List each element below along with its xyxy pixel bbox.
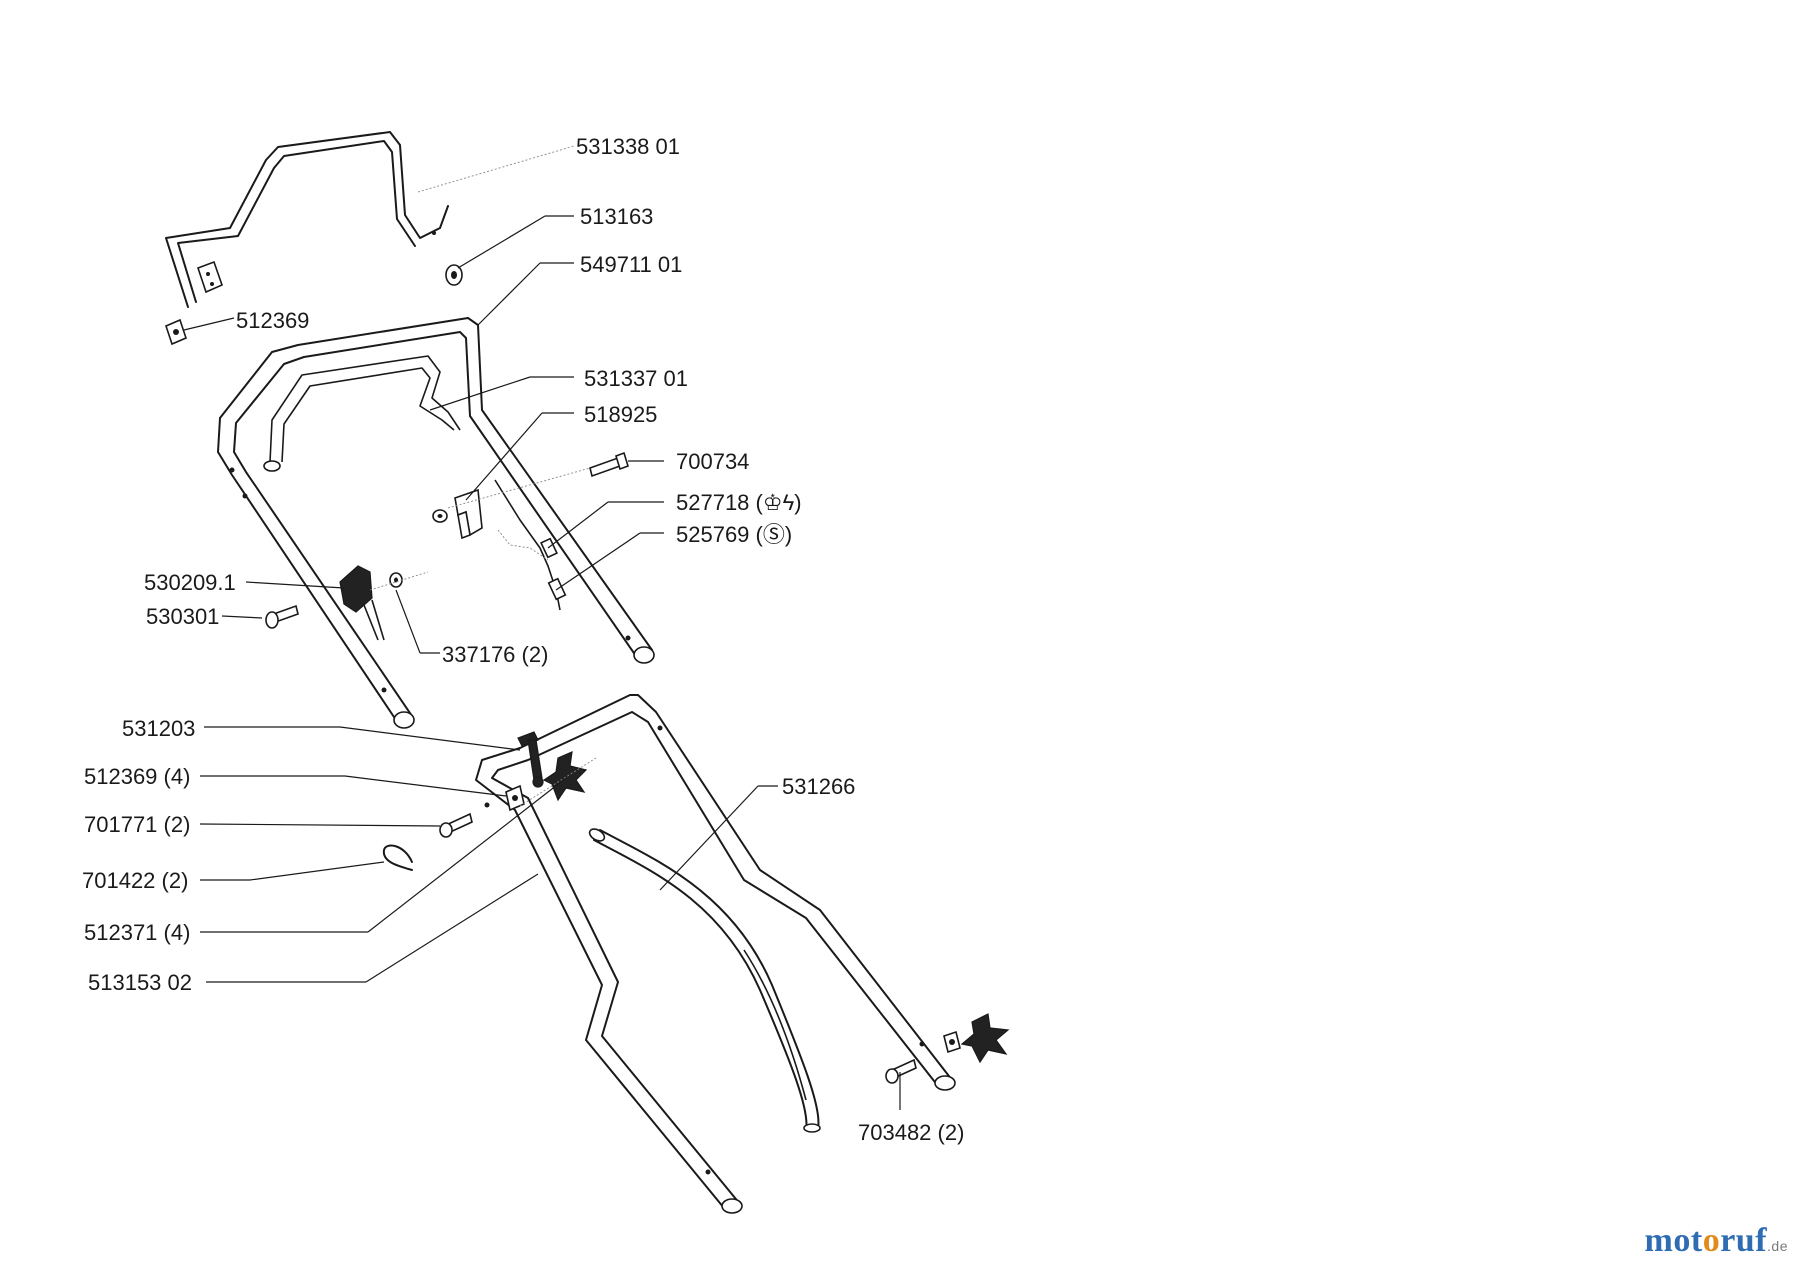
star-knob-lower	[943, 1013, 1010, 1064]
label-513153-02: 513153 02	[88, 970, 192, 995]
watermark-part-b: o	[1702, 1222, 1721, 1259]
cable-guide-531337	[263, 355, 461, 472]
throttle-lever-530209	[339, 565, 385, 641]
nut-337176	[389, 572, 403, 588]
watermark-tld: .de	[1767, 1238, 1788, 1254]
label-703482: 703482 (2)	[858, 1120, 964, 1145]
clip-701422	[382, 844, 413, 871]
washer-513163	[445, 264, 463, 286]
label-513163: 513163	[580, 204, 653, 229]
label-701422: 701422 (2)	[82, 868, 188, 893]
bolt-530301	[265, 604, 299, 629]
watermark-part-c: ruf	[1720, 1222, 1768, 1259]
label-525769: 525769 (Ⓢ)	[676, 522, 792, 547]
bolt-531203	[517, 731, 544, 788]
screw-701771	[439, 812, 473, 838]
label-531338-01: 531338 01	[576, 134, 680, 159]
label-512369-4: 512369 (4)	[84, 764, 190, 789]
part-labels: 531338 01 513163 549711 01 512369 531337…	[82, 134, 964, 1145]
watermark-part-a: mot	[1644, 1222, 1703, 1259]
label-512369: 512369	[236, 308, 309, 333]
label-700734: 700734	[676, 449, 749, 474]
label-518925: 518925	[584, 402, 657, 427]
curved-cable-guide-531266	[588, 828, 821, 1133]
label-531266: 531266	[782, 774, 855, 799]
label-531337-01: 531337 01	[584, 366, 688, 391]
main-handle-549711	[217, 317, 655, 729]
lower-handle-513153	[475, 694, 956, 1214]
square-nut-512369	[505, 784, 525, 812]
star-knob-upper	[542, 751, 588, 802]
label-512371: 512371 (4)	[84, 920, 190, 945]
nut-512369-upper	[165, 318, 187, 346]
label-530301: 530301	[146, 604, 219, 629]
upper-handle-bar	[165, 131, 449, 308]
screw-703482	[885, 1058, 917, 1084]
upper-bar-bracket-left	[196, 260, 223, 294]
label-527718: 527718 (♔ϟ)	[676, 490, 802, 515]
label-549711-01: 549711 01	[580, 252, 682, 277]
leader-lines	[183, 145, 901, 1110]
nut-small-bracket	[432, 509, 448, 523]
watermark-logo: motoruf.de	[1645, 1222, 1788, 1260]
label-701771: 701771 (2)	[84, 812, 190, 837]
bracket-518925	[454, 488, 483, 540]
bowden-cables	[494, 479, 567, 611]
screw-700734	[589, 451, 629, 478]
label-531203: 531203	[122, 716, 195, 741]
label-530209-1: 530209.1	[144, 570, 236, 595]
label-337176: 337176 (2)	[442, 642, 548, 667]
